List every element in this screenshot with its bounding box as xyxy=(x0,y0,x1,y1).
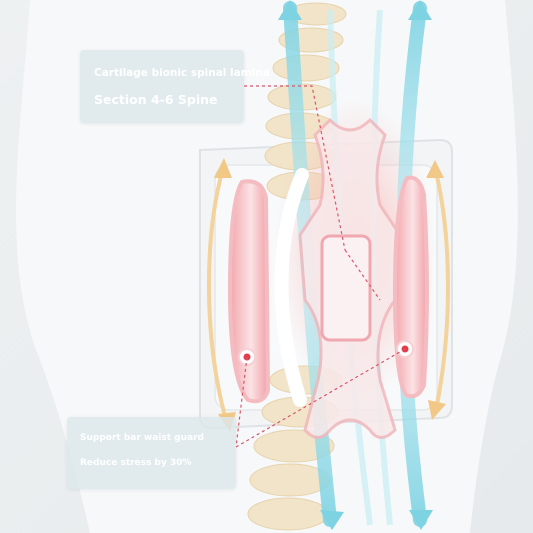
white-support-strip xyxy=(274,168,309,407)
support-bar-callout-title: Support bar waist guard xyxy=(80,433,204,443)
support-bar-callout: Support bar waist guard Reduce stress by… xyxy=(67,417,236,489)
lamina-callout-subtitle: Section 4-6 Spine xyxy=(94,92,218,107)
support-arrow-right xyxy=(426,160,450,420)
support-bar-left xyxy=(227,179,271,404)
bionic-spinal-lamina xyxy=(298,117,402,439)
lamina-callout: Cartilage bionic spinal lamina Section 4… xyxy=(80,50,270,123)
marker-right xyxy=(396,340,414,358)
leader-lines xyxy=(235,85,406,448)
support-bar-right xyxy=(392,175,429,399)
lamina-callout-title: Cartilage bionic spinal lamina xyxy=(94,67,270,79)
support-bar-callout-subtitle: Reduce stress by 30% xyxy=(80,458,192,468)
